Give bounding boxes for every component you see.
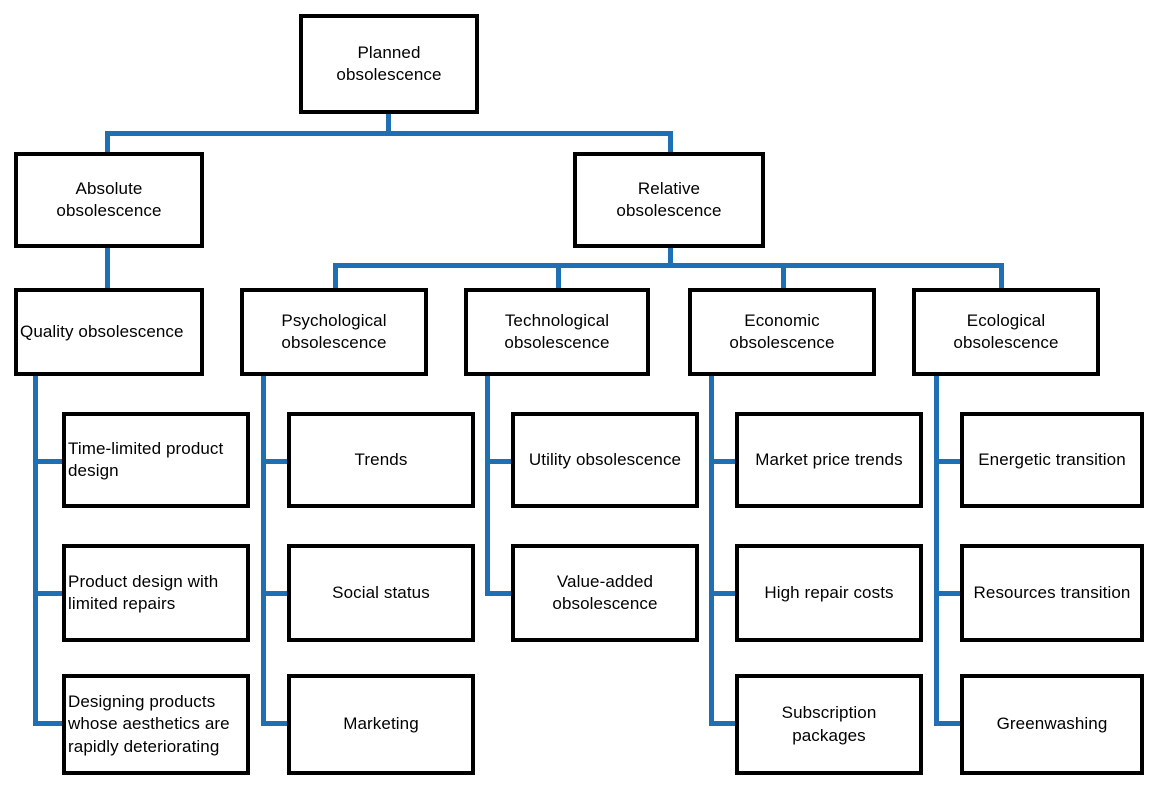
connector-relative-bus xyxy=(333,263,1004,268)
node-label: Quality obsolescence xyxy=(20,321,184,341)
node-label: Resources transition xyxy=(973,582,1131,602)
connector-economic-elbow-2 xyxy=(709,591,738,596)
connector-psychological-spine xyxy=(261,372,266,726)
connector-psychological-elbow-1 xyxy=(261,459,289,464)
node-market-price-trends[interactable]: Market price trends xyxy=(735,412,923,508)
node-label: Time-limited product design xyxy=(68,438,224,480)
connector-quality-elbow-3 xyxy=(33,721,64,726)
connector-root-stem xyxy=(386,112,391,133)
node-label: Designing products whose aesthetics are … xyxy=(68,692,230,756)
node-label: Planned obsolescence xyxy=(336,42,442,84)
connector-economic-elbow-1 xyxy=(709,459,738,464)
node-quality-obsolescence[interactable]: Quality obsolescence xyxy=(14,288,204,376)
connector-relative-to-psychological xyxy=(333,263,338,290)
connector-technological-elbow-1 xyxy=(485,459,513,464)
connector-relative-to-ecological xyxy=(999,263,1004,290)
connector-ecological-elbow-3 xyxy=(934,721,962,726)
connector-absolute-to-quality xyxy=(105,245,110,290)
node-relative-obsolescence[interactable]: Relative obsolescence xyxy=(573,152,765,248)
node-label: Relative obsolescence xyxy=(616,178,722,220)
node-planned-obsolescence[interactable]: Planned obsolescence xyxy=(299,14,479,114)
connector-quality-spine xyxy=(33,372,38,726)
node-label: Energetic transition xyxy=(978,449,1126,469)
connector-psychological-elbow-2 xyxy=(261,591,289,596)
connector-relative-to-economic xyxy=(781,263,786,290)
connector-ecological-elbow-2 xyxy=(934,591,962,596)
node-trends[interactable]: Trends xyxy=(287,412,475,508)
node-greenwashing[interactable]: Greenwashing xyxy=(960,674,1144,775)
connector-quality-elbow-1 xyxy=(33,459,64,464)
node-label: Product design with limited repairs xyxy=(68,571,219,613)
node-high-repair-costs[interactable]: High repair costs xyxy=(735,544,923,642)
node-label: Trends xyxy=(354,449,408,469)
node-label: High repair costs xyxy=(764,582,894,602)
connector-ecological-spine xyxy=(934,372,939,726)
node-designing-products-rapidly-deteriorating[interactable]: Designing products whose aesthetics are … xyxy=(62,674,250,775)
node-label: Social status xyxy=(332,582,430,602)
connector-psychological-elbow-3 xyxy=(261,721,289,726)
node-subscription-packages[interactable]: Subscription packages xyxy=(735,674,923,775)
connector-quality-elbow-2 xyxy=(33,591,64,596)
connector-economic-spine xyxy=(709,372,714,726)
node-product-design-with-limited-repairs[interactable]: Product design with limited repairs xyxy=(62,544,250,642)
node-utility-obsolescence[interactable]: Utility obsolescence xyxy=(511,412,699,508)
connector-root-to-relative xyxy=(668,131,673,156)
node-label: Greenwashing xyxy=(996,714,1108,734)
node-label: Marketing xyxy=(343,714,419,734)
connector-technological-elbow-2 xyxy=(485,591,513,596)
connector-economic-elbow-3 xyxy=(709,721,738,726)
connector-relative-to-technological xyxy=(556,263,561,290)
node-resources-transition[interactable]: Resources transition xyxy=(960,544,1144,642)
node-label: Utility obsolescence xyxy=(528,449,682,469)
connector-root-to-absolute xyxy=(105,131,110,156)
connector-relative-stem xyxy=(668,244,673,266)
connector-technological-spine xyxy=(485,372,490,594)
node-label: Subscription packages xyxy=(781,703,877,745)
node-energetic-transition[interactable]: Energetic transition xyxy=(960,412,1144,508)
node-marketing[interactable]: Marketing xyxy=(287,674,475,775)
node-time-limited-product-design[interactable]: Time-limited product design xyxy=(62,412,250,508)
connector-ecological-elbow-1 xyxy=(934,459,962,464)
node-label: Market price trends xyxy=(755,449,903,469)
connector-root-bus xyxy=(105,131,673,136)
node-social-status[interactable]: Social status xyxy=(287,544,475,642)
